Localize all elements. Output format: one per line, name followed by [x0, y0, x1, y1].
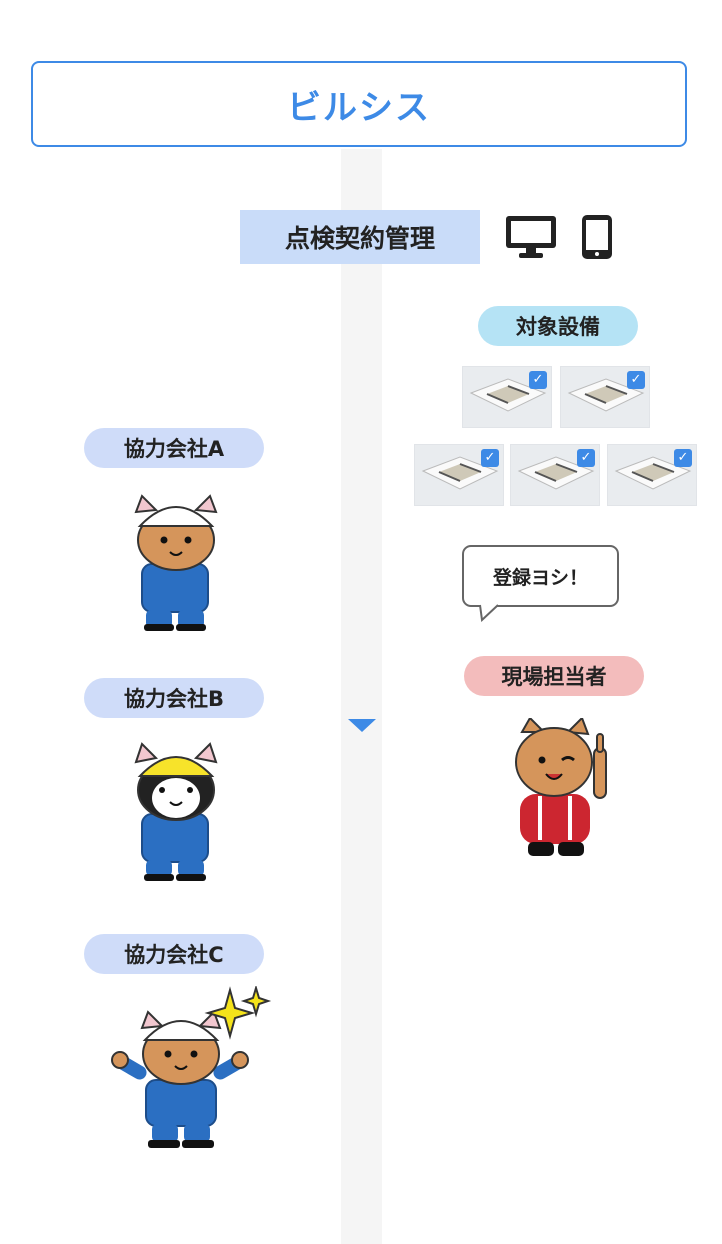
cat-worker-cheering-icon: [111, 986, 272, 1148]
check-icon: ✓: [577, 449, 595, 467]
check-icon: ✓: [674, 449, 692, 467]
ac-unit-image: ✓: [462, 366, 552, 428]
ac-unit-image: ✓: [510, 444, 600, 506]
feature-label: 点検契約管理: [240, 210, 480, 264]
desktop-icon: [506, 216, 556, 258]
partner-label-a: 協力会社A: [84, 428, 264, 468]
app-title-box: ビルシス: [31, 61, 687, 147]
check-icon: ✓: [481, 449, 499, 467]
check-icon: ✓: [529, 371, 547, 389]
check-icon: ✓: [627, 371, 645, 389]
speech-bubble: 登録ヨシ！: [462, 545, 619, 607]
cat-worker-white-helmet-icon: [134, 494, 218, 631]
equipment-label: 対象設備: [478, 306, 638, 346]
timeline-spine: [341, 149, 382, 1244]
ac-unit-image: ✓: [607, 444, 697, 506]
down-arrow-icon: [348, 719, 376, 732]
ac-unit-image: ✓: [414, 444, 504, 506]
app-title: ビルシス: [287, 87, 431, 128]
ac-unit-image: ✓: [560, 366, 650, 428]
cat-worker-yellow-helmet-icon: [134, 742, 218, 881]
partner-label-b: 協力会社B: [84, 678, 264, 718]
speech-bubble-tail: [479, 604, 499, 622]
cat-staff-pointing-icon: [515, 718, 607, 856]
partner-label-c: 協力会社C: [84, 934, 264, 974]
smartphone-icon: [582, 215, 612, 259]
speech-text: 登録ヨシ！: [492, 566, 588, 589]
onsite-staff-label: 現場担当者: [464, 656, 644, 696]
